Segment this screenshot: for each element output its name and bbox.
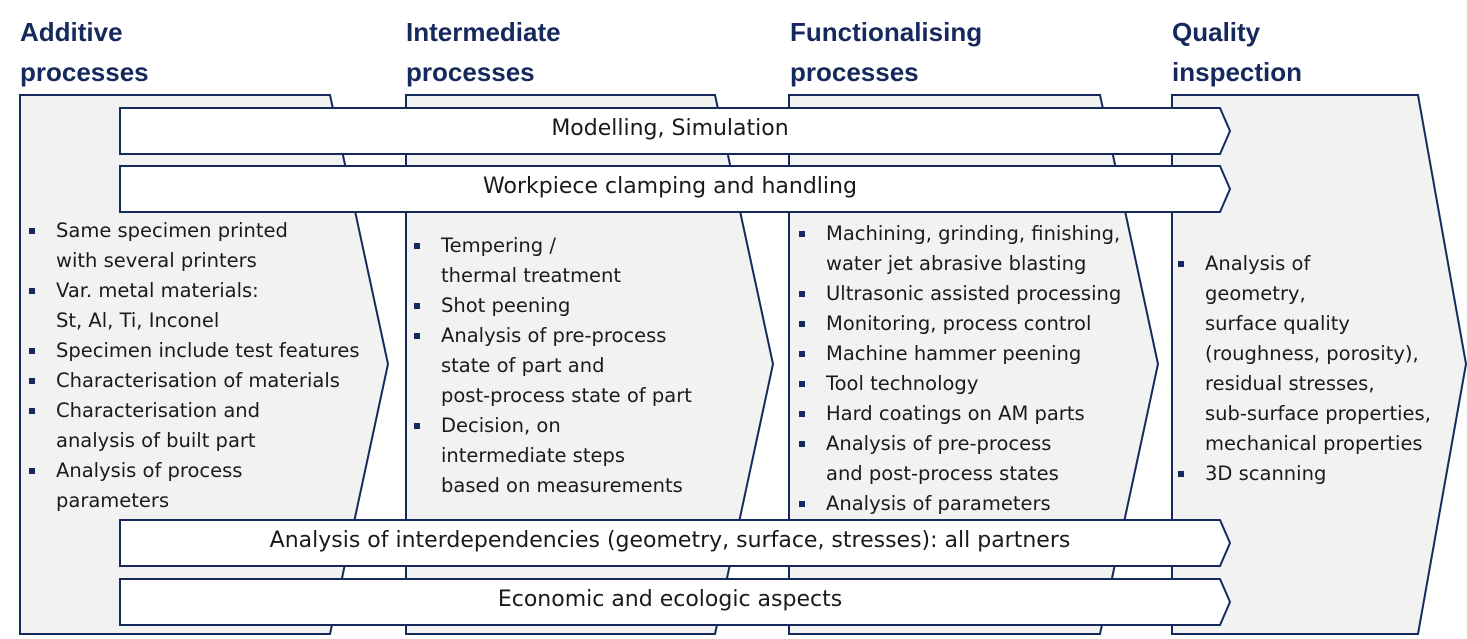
heading-intermediate-processes: Intermediate processes bbox=[406, 12, 561, 92]
list-item: Machining, grinding, finishing, water je… bbox=[798, 219, 1121, 279]
list-item: Var. metal materials: St, Al, Ti, Incone… bbox=[28, 276, 360, 336]
heading-quality-inspection: Quality inspection bbox=[1172, 12, 1302, 92]
intermediate-bullet-list: Tempering / thermal treatment Shot peeni… bbox=[413, 231, 692, 501]
banner-interdependencies: Analysis of interdependencies (geometry,… bbox=[269, 528, 1071, 553]
list-item: Same specimen printed with several print… bbox=[28, 216, 360, 276]
banner-workpiece-clamping: Workpiece clamping and handling bbox=[483, 174, 857, 199]
list-item: Monitoring, process control bbox=[798, 309, 1121, 339]
heading-line: Functionalising bbox=[790, 17, 983, 47]
banner-arrow-3 bbox=[119, 519, 1232, 567]
banner-arrow-2 bbox=[119, 165, 1232, 213]
heading-additive-processes: Additive processes bbox=[20, 12, 149, 92]
list-item: Analysis of parameters bbox=[798, 489, 1121, 519]
banner-modelling-simulation: Modelling, Simulation bbox=[551, 116, 789, 141]
heading-line: processes bbox=[20, 57, 149, 87]
list-item: Tool technology bbox=[798, 369, 1121, 399]
banner-economic-ecologic: Economic and ecologic aspects bbox=[497, 587, 843, 612]
heading-functionalising-processes: Functionalising processes bbox=[790, 12, 982, 92]
heading-line: processes bbox=[406, 57, 535, 87]
list-item: Machine hammer peening bbox=[798, 339, 1121, 369]
list-item: Ultrasonic assisted processing bbox=[798, 279, 1121, 309]
list-item: Hard coatings on AM parts bbox=[798, 399, 1121, 429]
list-item: Tempering / thermal treatment bbox=[413, 231, 692, 291]
list-item: Analysis of process parameters bbox=[28, 456, 360, 516]
heading-line: inspection bbox=[1172, 57, 1303, 87]
additive-bullet-list: Same specimen printed with several print… bbox=[28, 216, 360, 516]
heading-line: Additive bbox=[20, 17, 123, 47]
functionalising-bullet-list: Machining, grinding, finishing, water je… bbox=[798, 219, 1121, 519]
quality-bullet-list: Analysis of geometry, surface quality (r… bbox=[1177, 249, 1431, 489]
banner-arrow-4 bbox=[119, 578, 1232, 626]
heading-line: Intermediate bbox=[406, 17, 561, 47]
list-item: Analysis of pre-process and post-process… bbox=[798, 429, 1121, 489]
list-item: Shot peening bbox=[413, 291, 692, 321]
list-item: Characterisation and analysis of built p… bbox=[28, 396, 360, 456]
list-item: Specimen include test features bbox=[28, 336, 360, 366]
heading-line: Quality bbox=[1172, 17, 1261, 47]
list-item: Characterisation of materials bbox=[28, 366, 360, 396]
banner-arrow-1 bbox=[119, 107, 1232, 155]
chevron-additive bbox=[19, 94, 390, 635]
list-item: Decision, on intermediate steps based on… bbox=[413, 411, 692, 501]
list-item: Analysis of geometry, surface quality (r… bbox=[1177, 249, 1431, 459]
list-item: 3D scanning bbox=[1177, 459, 1431, 489]
heading-line: processes bbox=[790, 57, 919, 87]
list-item: Analysis of pre-process state of part an… bbox=[413, 321, 692, 411]
